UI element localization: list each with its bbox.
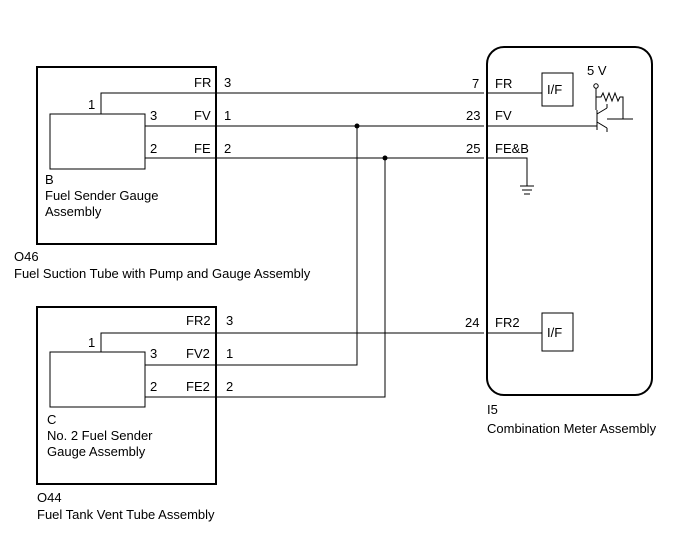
o44-wire-fe2 [145, 158, 386, 398]
o44-sender-name-line1: No. 2 Fuel Sender [47, 428, 153, 443]
o46-signal-fv: FV [194, 108, 211, 123]
i5-pullup-resistor [596, 91, 624, 119]
i5-signal-fv: FV [495, 108, 512, 123]
o46-inner-pin-1: 1 [88, 97, 95, 112]
o44-inner-pin-2: 3 [150, 346, 157, 361]
i5-pin-7: 7 [472, 76, 479, 91]
i5-signal-fr2: FR2 [495, 315, 520, 330]
o44-sender-gauge-box [49, 351, 146, 408]
i5-interface-label-fr: I/F [547, 82, 562, 97]
o44-signal-fe2: FE2 [186, 379, 210, 394]
ground-icon [520, 185, 534, 195]
o46-sender-name-line1: Fuel Sender Gauge [45, 188, 158, 203]
o44-signal-fr2: FR2 [186, 313, 211, 328]
o46-outer-pin-1: 1 [224, 108, 231, 123]
o46-sender-name-line2: Assembly [45, 204, 102, 219]
i5-interface-label-fr2: I/F [547, 325, 562, 340]
o44-connector-id: O44 [37, 490, 62, 505]
i5-pin-25: 25 [466, 141, 480, 156]
i5-ground-wire [487, 157, 528, 186]
i5-interface-block-fr [541, 72, 574, 107]
o44-wire-fv2 [145, 126, 358, 366]
i5-interface-block-fr2 [541, 312, 574, 352]
o46-inner-pin-3: 2 [150, 141, 157, 156]
i5-meter-box [486, 46, 653, 396]
o46-connector-box [36, 66, 217, 245]
o44-outer-pin-3: 3 [226, 313, 233, 328]
i5-signal-feb: FE&B [495, 141, 529, 156]
o46-connector-name: Fuel Suction Tube with Pump and Gauge As… [14, 266, 311, 281]
i5-transistor-emitter [596, 121, 608, 129]
i5-transistor-collector [596, 107, 608, 115]
o44-outer-pin-2: 2 [226, 379, 233, 394]
o44-connector-box [36, 306, 217, 485]
i5-supply-voltage-label: 5 V [587, 63, 607, 78]
o44-sender-letter: C [47, 412, 56, 427]
o44-signal-fv2: FV2 [186, 346, 210, 361]
o46-sender-gauge-box [49, 113, 146, 170]
fv-splice-dot [354, 123, 360, 129]
i5-connector-name: Combination Meter Assembly [487, 421, 657, 436]
o46-inner-pin-2: 3 [150, 108, 157, 123]
o44-wire-fr2 [100, 332, 484, 352]
o44-sender-name-line2: Gauge Assembly [47, 444, 146, 459]
o46-sender-letter: B [45, 172, 54, 187]
fe-splice-dot [382, 155, 388, 161]
o46-connector-id: O46 [14, 249, 39, 264]
i5-connector-id: I5 [487, 402, 498, 417]
i5-pin-24: 24 [465, 315, 479, 330]
i5-signal-fr: FR [495, 76, 512, 91]
o44-inner-pin-3: 2 [150, 379, 157, 394]
o46-signal-fe: FE [194, 141, 211, 156]
o46-wire-fr [100, 92, 484, 114]
o44-inner-pin-1: 1 [88, 335, 95, 350]
i5-pin-23: 23 [466, 108, 480, 123]
o46-signal-fr: FR [194, 75, 211, 90]
o46-outer-pin-2: 2 [224, 141, 231, 156]
o44-connector-name: Fuel Tank Vent Tube Assembly [37, 507, 215, 522]
o44-outer-pin-1: 1 [226, 346, 233, 361]
i5-supply-terminal [593, 83, 599, 89]
o46-outer-pin-3: 3 [224, 75, 231, 90]
